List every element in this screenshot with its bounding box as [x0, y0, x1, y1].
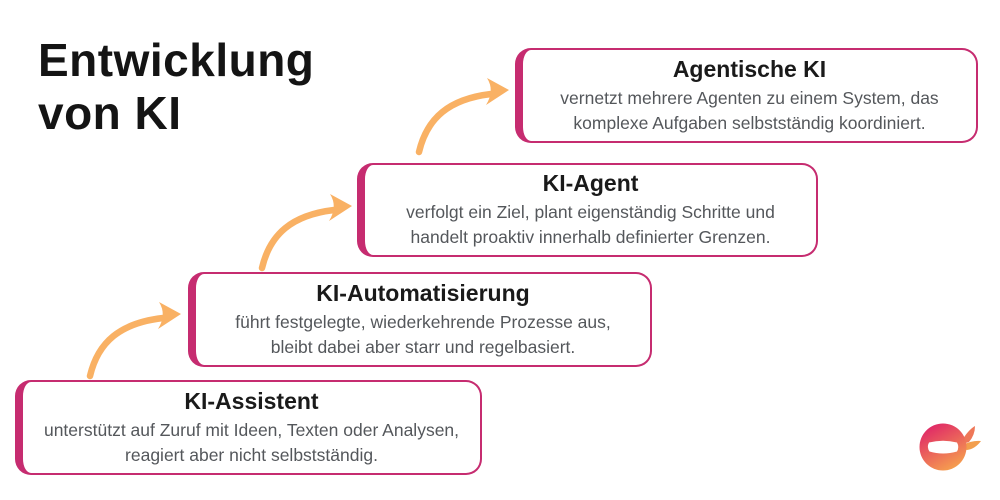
- stage-description: führt festgelegte, wiederkehrende Prozes…: [235, 311, 611, 357]
- stage-box-ki-agent: KI-Agent verfolgt ein Ziel, plant eigens…: [357, 163, 818, 257]
- stage-description: verfolgt ein Ziel, plant eigenständig Sc…: [406, 202, 775, 247]
- curved-up-right-arrow-icon-1: [86, 302, 181, 380]
- curved-up-right-arrow-icon-2: [258, 194, 352, 272]
- page-title: Entwicklung von KI: [38, 34, 314, 140]
- stage-heading: KI-Automatisierung: [316, 279, 530, 306]
- stage-box-ki-assistent: KI-Assistent unterstützt auf Zuruf mit I…: [15, 380, 482, 475]
- stage-description: vernetzt mehrere Agenten zu einem System…: [560, 87, 939, 133]
- stage-box-agentische-ki: Agentische KI vernetzt mehrere Agenten z…: [515, 48, 978, 143]
- stage-heading: KI-Assistent: [184, 387, 319, 414]
- stage-heading: KI-Agent: [542, 170, 639, 197]
- ninja-head: [919, 423, 967, 471]
- ninja-mascot-logo: [919, 423, 981, 471]
- ninja-headband-knot: [961, 426, 981, 450]
- ninja-face-band: [927, 440, 959, 454]
- stage-heading: Agentische KI: [672, 55, 827, 82]
- stage-description: unterstützt auf Zuruf mit Ideen, Texten …: [43, 419, 460, 465]
- page-title-line2: von KI: [38, 86, 182, 139]
- page-title-line1: Entwicklung: [38, 34, 315, 86]
- stage-box-ki-automatisierung: KI-Automatisierung führt festgelegte, wi…: [188, 272, 652, 367]
- curved-up-right-arrow-icon-3: [415, 78, 509, 156]
